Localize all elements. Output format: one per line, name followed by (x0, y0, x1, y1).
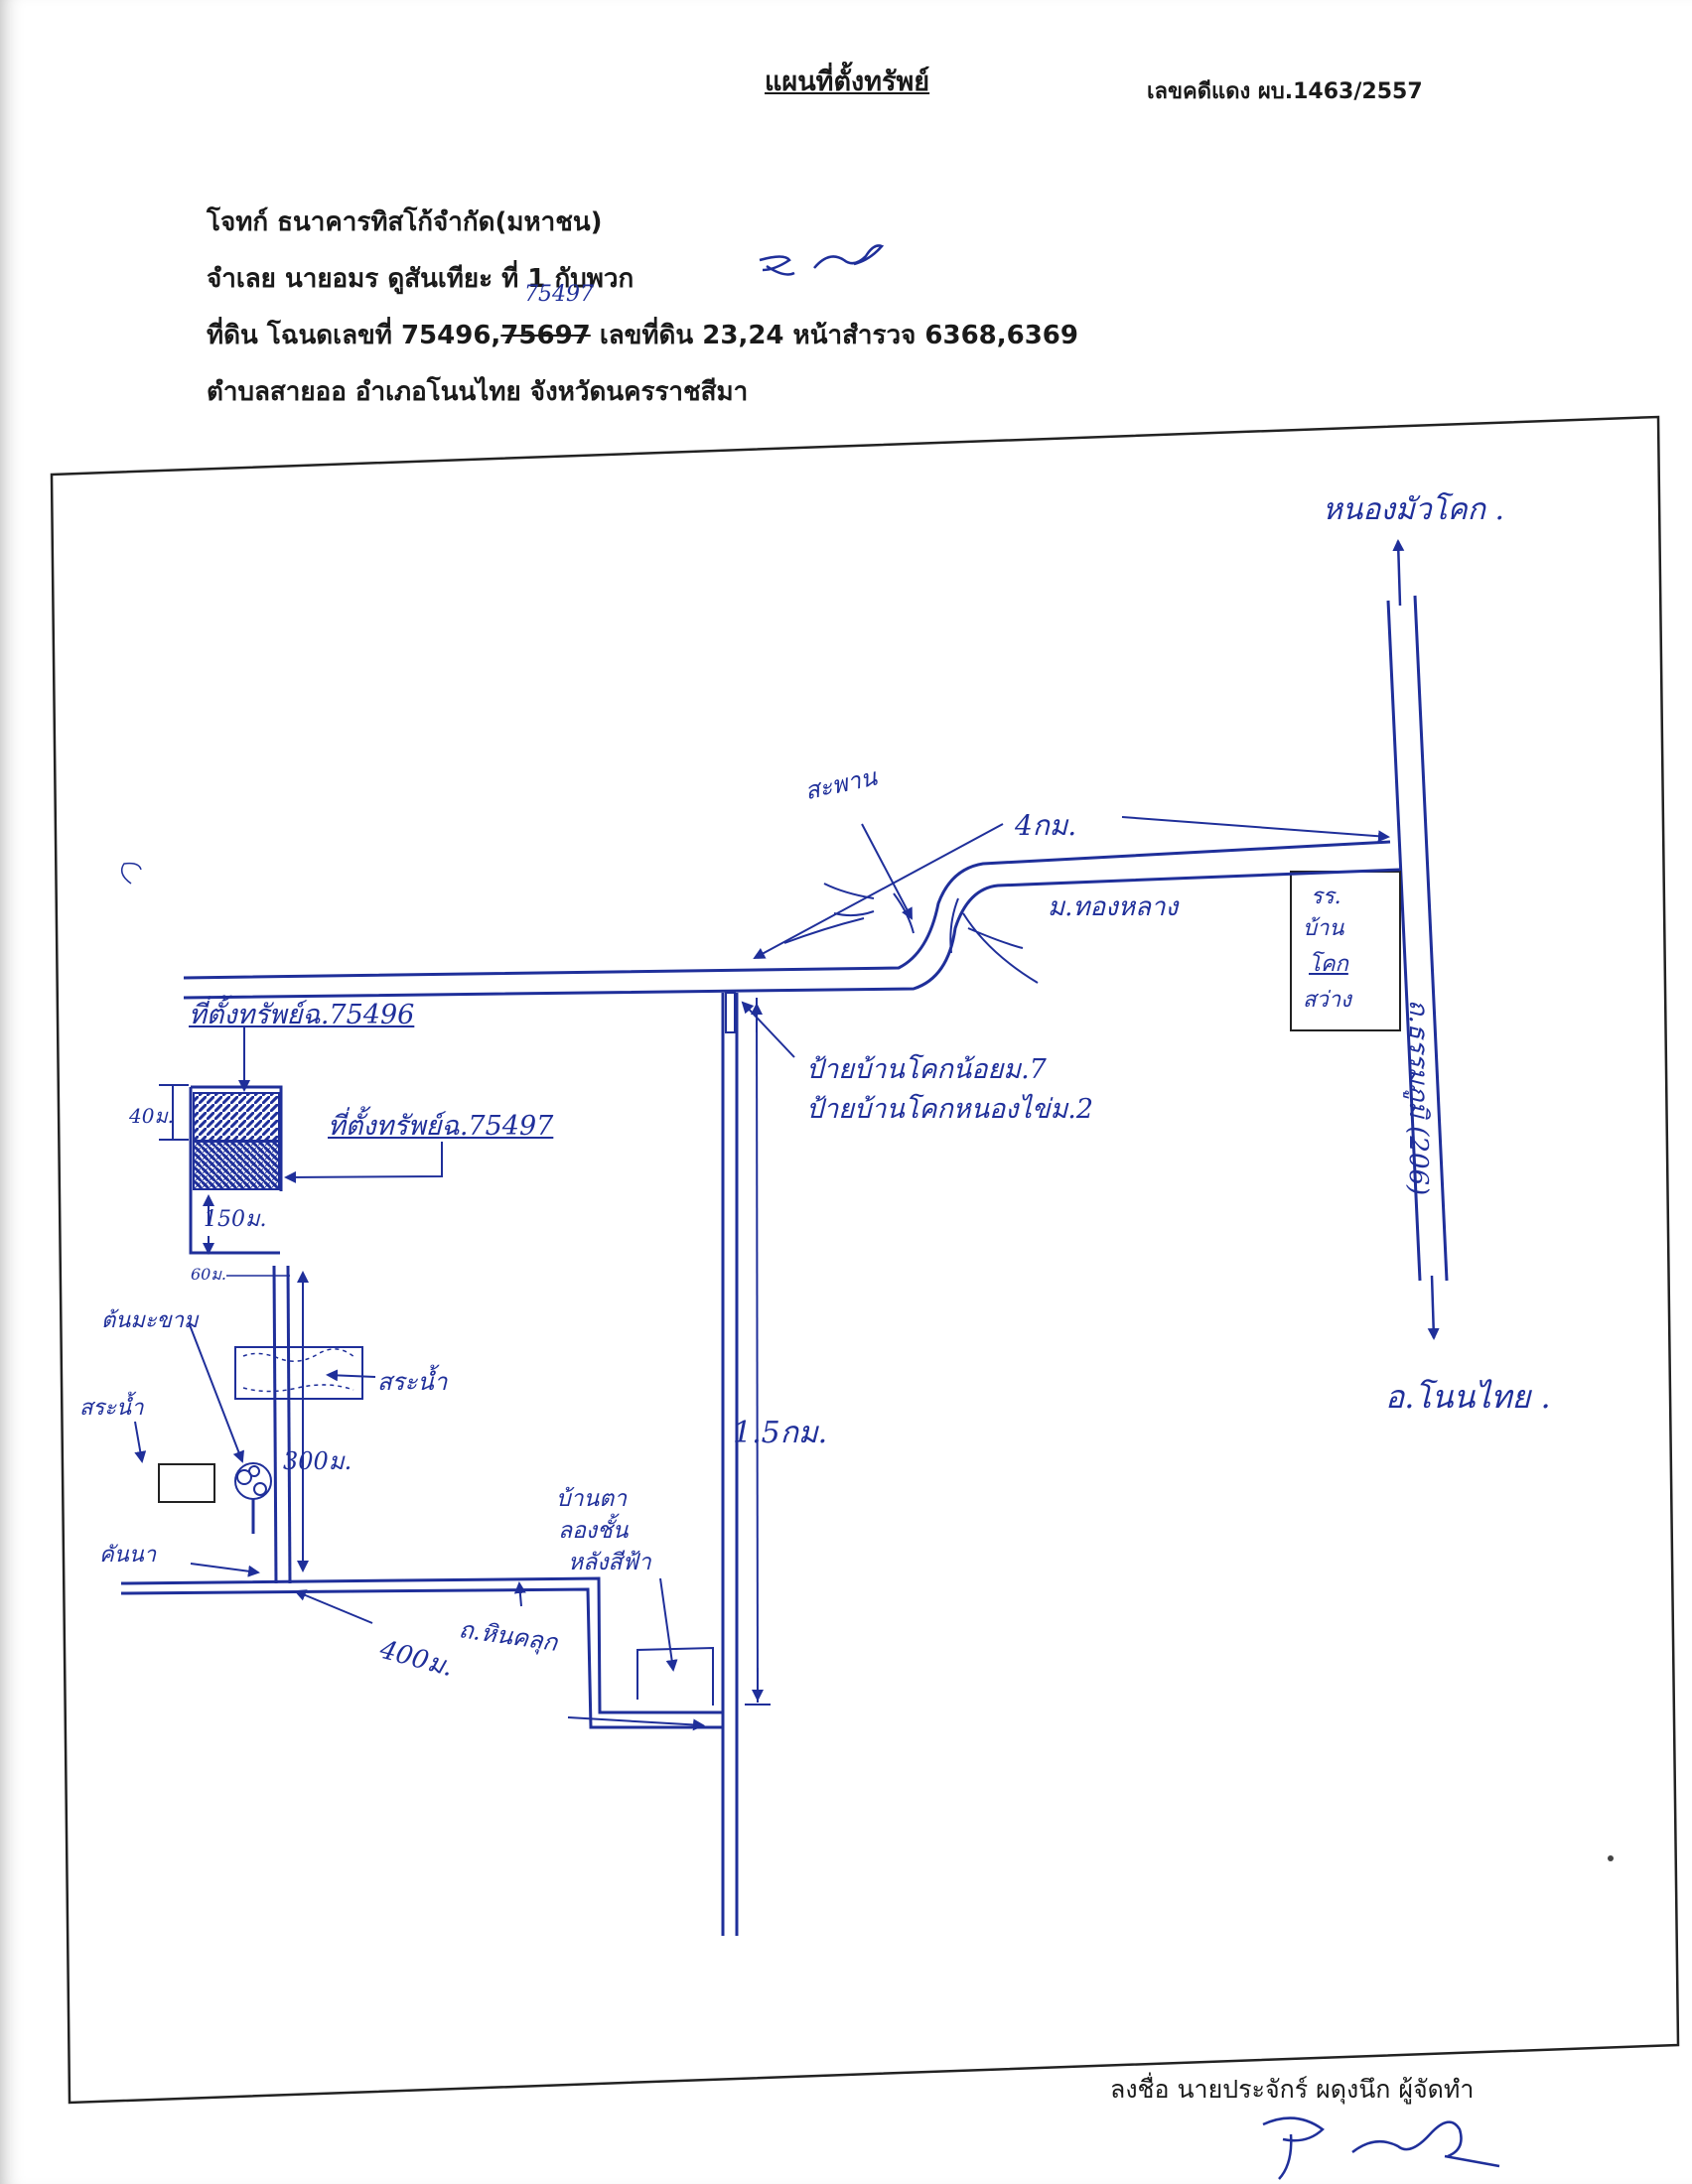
house-label-1: บ้านตา (556, 1486, 628, 1512)
tree-label: ต้นมะขาม (101, 1308, 199, 1333)
dist-1-5km-line (756, 997, 759, 1704)
village-road (183, 840, 1401, 1000)
signpost-label-1: ป้ายบ้านโคกน้อยม.7 (806, 1054, 1047, 1085)
gravel-road-pointer (513, 1581, 526, 1607)
pond-1-label: สระน้ำ (377, 1368, 448, 1396)
south-arrow (1427, 1275, 1440, 1340)
dist-150m-label: 150ม. (204, 1207, 267, 1232)
house-label-3: หลังสีฟ้า (568, 1550, 651, 1575)
defendant-line: จำเลย นายอมร ดูสันเทียะ ที่ 1 กับพวก (207, 264, 634, 294)
land-deed-line: ที่ดิน โฉนดเลขที่ 75496,75697 เลขที่ดิน … (207, 315, 1078, 355)
south-destination-label: อ.โนนไทย . (1385, 1378, 1551, 1416)
pond-1-pointer (326, 1369, 376, 1382)
school-label-1: รร. (1311, 885, 1341, 909)
land-suffix: เลขที่ดิน 23,24 หน้าสำรวจ 6368,6369 (590, 321, 1078, 350)
school-label-2: บ้าน (1303, 916, 1344, 941)
embankment-label: คันนา (99, 1543, 157, 1568)
pond-2-pointer (134, 1421, 147, 1463)
dist-300m-label: 300ม. (283, 1447, 352, 1475)
plot-75496 (193, 1092, 280, 1142)
pond-2-box (158, 1463, 215, 1503)
house-label-2: ลองชั้น (558, 1518, 629, 1544)
property-2-pointer (284, 1142, 443, 1183)
land-prefix: ที่ดิน โฉนดเลขที่ 75496, (207, 321, 501, 350)
land-struck-number: 75697 (500, 321, 591, 350)
map-frame (50, 415, 1680, 2105)
property-2-label: ที่ตั้งทรัพย์ฉ.75497 (328, 1111, 554, 1142)
tamarind-tree (234, 1462, 272, 1534)
school-label-3: โคก (1309, 952, 1348, 977)
school-label-4: สว่าง (1303, 988, 1351, 1013)
dist-1-5km-label: 1.5กม. (733, 1416, 828, 1450)
signpost-post (725, 992, 736, 1033)
case-number: เลขคดีแดง ผบ.1463/2557 (1147, 79, 1423, 104)
dist-4km-arrow-right (1121, 816, 1390, 843)
property-1-label: ที่ตั้งทรัพย์ฉ.75496 (189, 1000, 415, 1030)
width-40m-label: 40ม. (129, 1104, 174, 1128)
plot-75497 (193, 1141, 280, 1190)
location-line: ตำบลสายออ อำเภอโนนไทย จังหวัดนครราชสีมา (207, 377, 749, 407)
dist-4km-arrow-left (753, 823, 1004, 959)
bridge-pointer (861, 823, 913, 920)
footer-signature (1262, 2116, 1500, 2180)
village-name-label: ม.ทองหลาง (1048, 892, 1179, 922)
main-highway (1386, 595, 1449, 1282)
dist-400m-arrow-a (294, 1589, 373, 1624)
house-box (636, 1646, 714, 1706)
dist-4km-label: 4กม. (1015, 809, 1077, 842)
plaintiff-line: โจทก์ ธนาคารทิสโก้จำกัด(มหาชน) (207, 207, 603, 237)
dist-400m-arrow-b (567, 1716, 705, 1731)
embankment-pointer (190, 1563, 260, 1577)
signpost-label-2: ป้ายบ้านโคกหนองไข่ม.2 (806, 1094, 1094, 1125)
dist-60m-label: 60ม. (191, 1263, 226, 1288)
pond-1-box (234, 1346, 363, 1400)
side-road (721, 993, 739, 1936)
header-signature (759, 244, 885, 276)
signed-by-line: ลงชื่อ นายประจักร์ ผดุงนึก ผู้จัดทำ (1110, 2075, 1475, 2104)
north-arrow (1392, 539, 1405, 607)
gravel-road (120, 1576, 723, 1729)
plot-frame (189, 1085, 283, 1255)
land-correction: 75497 (524, 282, 594, 307)
north-destination-label: หนองมัวโคก . (1323, 492, 1504, 527)
access-lane (272, 1265, 292, 1584)
document-title: แผนที่ตั้งทรัพย์ (765, 67, 930, 97)
house-pointer (659, 1577, 678, 1672)
tree-pointer (188, 1321, 244, 1463)
pond-2-label: สระน้ำ (79, 1396, 144, 1421)
